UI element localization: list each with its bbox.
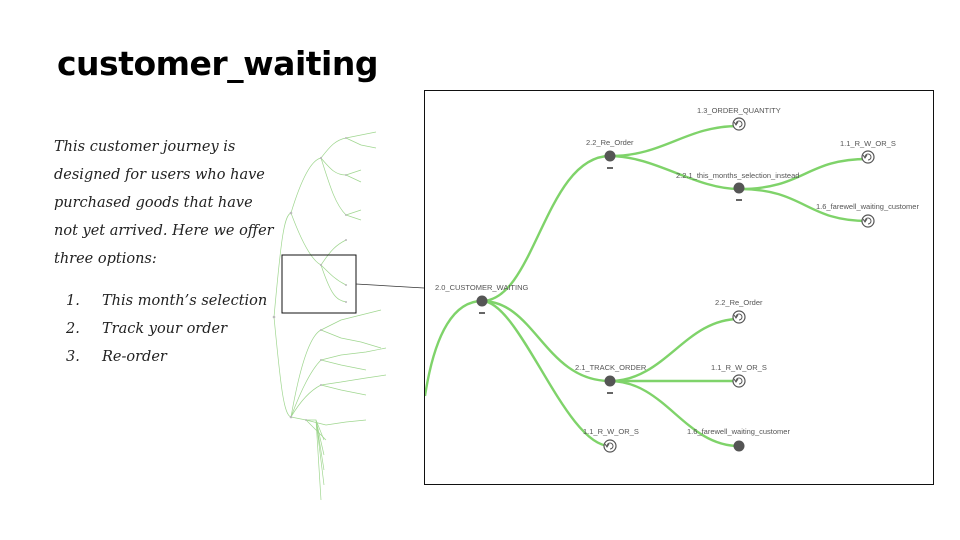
description-text: This customer journey is designed for us… xyxy=(54,139,274,267)
node-dot-icon[interactable] xyxy=(604,150,616,162)
return-icon[interactable] xyxy=(732,117,746,131)
node-label-rwors: 1.1_R_W_OR_S xyxy=(711,363,767,372)
node-label-rwors: 1.1_R_W_OR_S xyxy=(840,139,896,148)
return-icon[interactable] xyxy=(861,150,875,164)
node-label-farewell: 1.6_farewell_waiting_customer xyxy=(687,427,790,436)
return-icon[interactable] xyxy=(732,310,746,324)
tree-zoom-panel: 2.0_CUSTOMER_WAITING 2.2_Re_Order 1.3_OR… xyxy=(424,90,934,485)
return-icon[interactable] xyxy=(861,214,875,228)
node-label-farewell: 1.6_farewell_waiting_customer xyxy=(816,202,919,211)
options-list: 1. This month’s selection 2. Track your or… xyxy=(66,287,267,371)
return-icon[interactable] xyxy=(603,439,617,453)
option-number: 2. xyxy=(66,321,80,337)
option-text: This month’s selection xyxy=(102,293,268,309)
return-icon[interactable] xyxy=(732,374,746,388)
option-item: 2. Track your order xyxy=(66,315,267,343)
node-dot-icon[interactable] xyxy=(733,182,745,194)
node-label-track-order: 2.1_TRACK_ORDER xyxy=(575,363,647,372)
option-number: 3. xyxy=(66,349,80,365)
page-title: customer_waiting xyxy=(57,44,378,83)
option-number: 1. xyxy=(66,293,80,309)
option-text: Re-order xyxy=(102,349,167,365)
node-label-order-quantity: 1.3_ORDER_QUANTITY xyxy=(697,106,781,115)
tree-overview-minimap xyxy=(272,131,387,501)
option-item: 3. Re-order xyxy=(66,343,267,371)
option-item: 1. This month’s selection xyxy=(66,287,267,315)
node-dot-icon[interactable] xyxy=(604,375,616,387)
node-label-re-order: 2.2_Re_Order xyxy=(715,298,763,307)
node-label-rwors: 1.1_R_W_OR_S xyxy=(583,427,639,436)
option-text: Track your order xyxy=(102,321,228,337)
tree-diagram: 2.0_CUSTOMER_WAITING 2.2_Re_Order 1.3_OR… xyxy=(425,106,919,453)
node-dot-icon[interactable] xyxy=(733,440,745,452)
node-label-this-months-selection: 2.2.1_this_months_selection_instead xyxy=(676,171,799,180)
node-label-customer-waiting: 2.0_CUSTOMER_WAITING xyxy=(435,283,529,292)
node-label-re-order: 2.2_Re_Order xyxy=(586,138,634,147)
node-dot-icon[interactable] xyxy=(476,295,488,307)
